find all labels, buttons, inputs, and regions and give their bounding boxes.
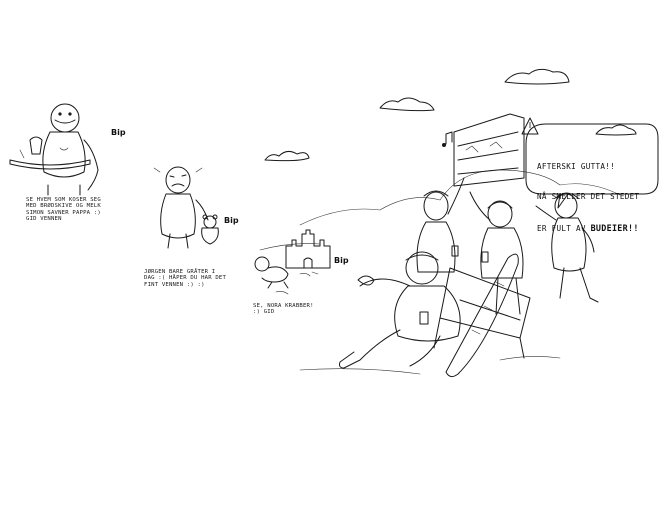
music-note-icon — [441, 131, 453, 147]
teddy-bear — [201, 214, 219, 245]
bip-sound-simon: Bip — [111, 128, 126, 137]
toy-items — [275, 271, 319, 295]
standing-man-middle — [469, 191, 524, 315]
cloud-left — [264, 150, 310, 162]
simon-figure — [9, 103, 99, 196]
bip-sound-nora: Bip — [334, 256, 349, 265]
shouting-man — [535, 192, 599, 303]
speech-line-1: AFTERSKI GUTTA!! — [537, 161, 615, 171]
sand-castle — [285, 229, 331, 269]
ski — [445, 253, 519, 378]
speech-bubble-text: AFTERSKI GUTTA!! NÅ SMELLER DET STEDET E… — [537, 141, 639, 255]
cloud-right — [504, 68, 570, 85]
warning-sign-icon — [521, 117, 539, 135]
mountain-horizon — [259, 169, 621, 251]
speech-line-2: NÅ SMELLER DET STEDET — [537, 192, 640, 202]
ground-shading — [299, 356, 561, 375]
speech-line-3-bold: BUDEIER!! — [590, 223, 639, 233]
jorgen-figure — [153, 166, 209, 249]
caption-nora: SE, NORA KRABBER! :) GID — [253, 303, 314, 316]
sign-board — [453, 113, 525, 187]
cloud-middle — [379, 97, 435, 112]
speech-bubble — [525, 123, 659, 209]
simon-sketch-lines — [19, 147, 69, 159]
speech-line-3-plain: ER FULT AV — [537, 224, 591, 233]
caption-simon: SE HVEM SOM KOSER SEG MED BRØDSKIVE OG M… — [26, 197, 101, 223]
speech-line-3: ER FULT AV BUDEIER!! — [537, 223, 639, 234]
bench — [433, 267, 531, 359]
nora-figure — [254, 256, 289, 289]
standing-man-left — [416, 177, 465, 273]
bip-sound-jorgen: Bip — [224, 216, 239, 225]
cloud-far-right — [595, 124, 637, 136]
caption-jorgen: JØRGEN BARE GRÅTER I DAG :( HÅPER DU HAR… — [144, 269, 227, 288]
sitting-man-front — [339, 251, 461, 369]
